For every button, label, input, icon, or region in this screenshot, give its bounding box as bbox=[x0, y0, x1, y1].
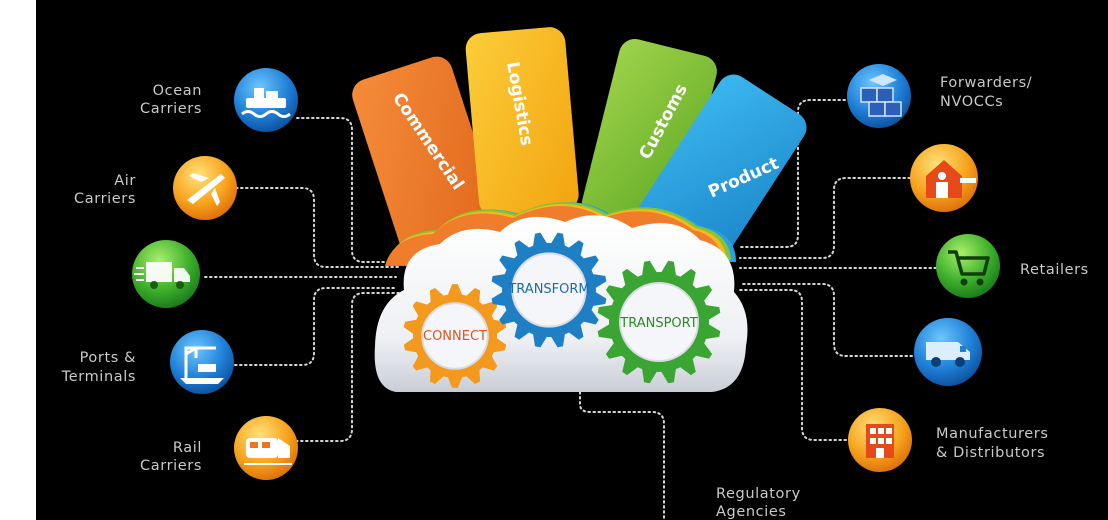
train-icon bbox=[234, 416, 298, 480]
connector-regulatory bbox=[579, 391, 665, 520]
gear-transport-label: TRANSPORT bbox=[619, 316, 697, 331]
gear-connect-label: CONNECT bbox=[423, 329, 487, 344]
gear-connect-hub bbox=[421, 302, 489, 370]
connector-forwarders bbox=[737, 99, 846, 248]
node-ocean-carriers: Ocean Carriers bbox=[140, 68, 298, 132]
node-truck bbox=[132, 240, 200, 308]
air-label-line2: Carriers bbox=[74, 191, 136, 207]
ocean-label-line1: Ocean bbox=[153, 83, 202, 99]
gear-transform-label: TRANSFORM bbox=[507, 282, 589, 297]
node-warehouse bbox=[910, 144, 978, 212]
forwarders-label-line1: Forwarders/ bbox=[940, 75, 1032, 91]
connector-van bbox=[741, 283, 913, 357]
gear-transform: TRANSFORM bbox=[491, 232, 607, 348]
node-van bbox=[914, 318, 982, 386]
tab-commercial: Commercial bbox=[352, 56, 501, 260]
warehouse-icon bbox=[910, 144, 978, 212]
truck-icon bbox=[132, 240, 200, 308]
connector-ports bbox=[234, 287, 397, 366]
regulatory-label-line2: Agencies bbox=[716, 504, 787, 520]
connector-lines bbox=[204, 99, 937, 520]
ports-label-line1: Ports & bbox=[80, 350, 136, 366]
airplane-icon bbox=[173, 156, 237, 220]
node-rail-carriers: Rail Carriers bbox=[140, 416, 298, 480]
manufacturers-label-line1: Manufacturers bbox=[936, 426, 1049, 442]
connector-manufacturers bbox=[739, 289, 847, 441]
regulatory-label-line1: Regulatory bbox=[716, 486, 801, 502]
air-label-line1: Air bbox=[114, 173, 136, 189]
ports-label-line2: Terminals bbox=[61, 369, 136, 385]
node-forwarders: Forwarders/ NVOCCs bbox=[847, 64, 1032, 128]
gear-connect: CONNECT bbox=[403, 284, 507, 388]
gear-transform-hub bbox=[511, 252, 587, 328]
node-air-carriers: Air Carriers bbox=[74, 156, 237, 220]
ship-icon bbox=[234, 68, 298, 132]
gear-transport-hub bbox=[619, 282, 699, 362]
manufacturers-label-line2: & Distributors bbox=[936, 445, 1045, 461]
port-crane-icon bbox=[170, 330, 234, 394]
forwarders-label-line2: NVOCCs bbox=[940, 94, 1003, 110]
van-icon bbox=[914, 318, 982, 386]
boxes-icon bbox=[847, 64, 911, 128]
connector-air bbox=[235, 187, 399, 268]
connector-rail bbox=[295, 292, 401, 442]
gear-transport: TRANSPORT bbox=[597, 260, 721, 384]
node-ports-terminals: Ports & Terminals bbox=[61, 330, 234, 394]
connector-warehouse bbox=[739, 177, 911, 259]
rail-label-line1: Rail bbox=[173, 440, 202, 456]
connector-ocean bbox=[296, 117, 401, 263]
shopping-cart-icon bbox=[936, 234, 1000, 298]
retailers-label: Retailers bbox=[1020, 262, 1089, 278]
tab-logistics: Logistics bbox=[465, 27, 579, 217]
rail-label-line2: Carriers bbox=[140, 458, 202, 474]
ocean-label-line2: Carriers bbox=[140, 101, 202, 117]
factory-icon bbox=[848, 408, 912, 472]
node-retailers: Retailers bbox=[936, 234, 1089, 298]
node-manufacturers: Manufacturers & Distributors bbox=[848, 408, 1049, 472]
node-regulatory-agencies: Regulatory Agencies bbox=[716, 486, 801, 520]
